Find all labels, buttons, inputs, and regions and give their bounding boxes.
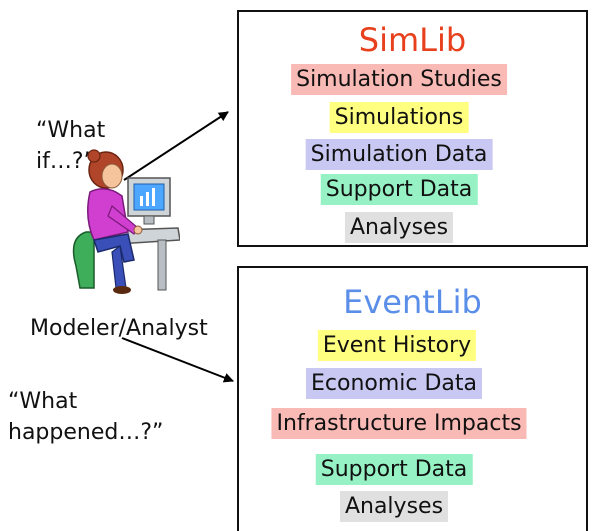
what-happened-quote: “What happened…?” (8, 389, 164, 445)
eventlib-item-support-data: Support Data (315, 454, 473, 485)
simlib-title: SimLib (358, 21, 467, 59)
eventlib-box: EventLib Event History Economic Data Inf… (237, 266, 588, 531)
arrow-to-eventlib (121, 337, 234, 383)
simlib-item-support-data: Support Data (320, 174, 478, 205)
simlib-box: SimLib Simulation Studies Simulations Si… (237, 10, 588, 247)
eventlib-item-analyses: Analyses (339, 491, 449, 522)
eventlib-title: EventLib (343, 283, 482, 321)
simlib-item-simulation-data: Simulation Data (305, 139, 493, 170)
simlib-item-simulations: Simulations (329, 102, 469, 133)
eventlib-item-event-history: Event History (317, 330, 477, 361)
person-at-computer-icon (72, 149, 180, 294)
eventlib-item-economic-data: Economic Data (305, 368, 483, 399)
eventlib-item-infrastructure-impacts: Infrastructure Impacts (271, 408, 527, 439)
simlib-item-simulation-studies: Simulation Studies (291, 64, 507, 95)
what-if-quote: “What if…?” (36, 118, 106, 174)
simlib-item-analyses: Analyses (344, 212, 454, 243)
arrow-to-simlib (123, 111, 229, 181)
modeler-analyst-label: Modeler/Analyst (30, 316, 208, 341)
